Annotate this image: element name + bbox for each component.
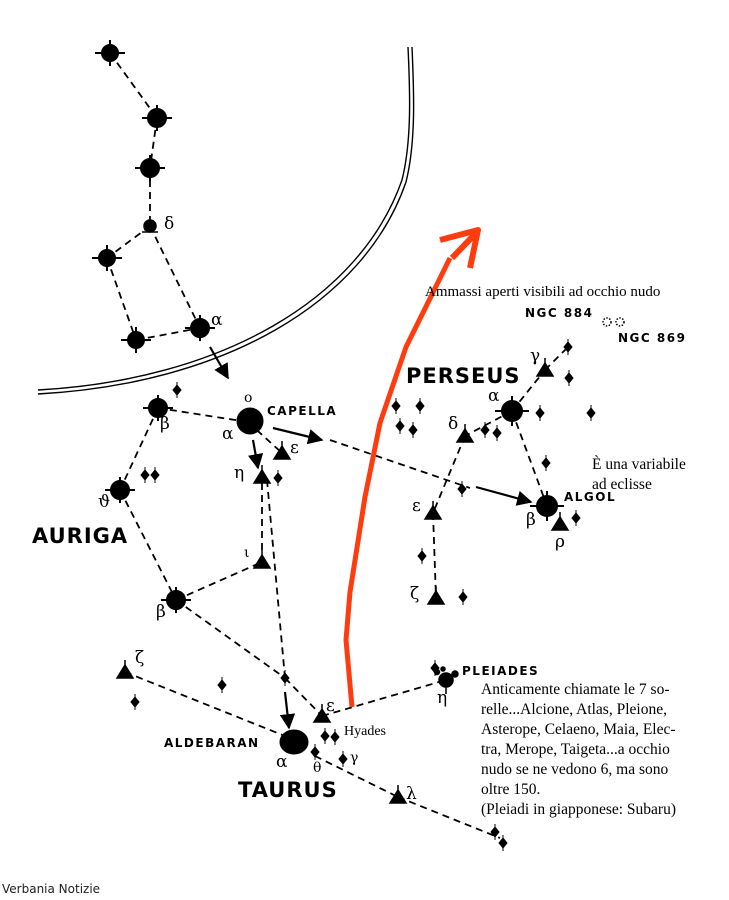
greek-label: γ	[530, 346, 541, 366]
star	[143, 395, 173, 421]
constellation-label-perseus: PERSEUS	[406, 364, 521, 388]
star	[252, 465, 272, 484]
annotation-open-clusters: Ammassi aperti visibili ad occhio nudo	[425, 284, 661, 300]
constellation-lines	[106, 52, 568, 839]
star	[135, 155, 165, 181]
greek-label: ε	[412, 496, 421, 516]
annotation-line: ad eclisse	[592, 476, 652, 493]
annotation-line: tra, Merope, Taigeta...a occhio	[481, 741, 670, 758]
greek-label: ι	[244, 545, 250, 561]
cluster-label-ngc869: NGC 869	[618, 331, 687, 345]
greek-label: η	[234, 463, 245, 483]
stars	[92, 40, 625, 851]
star	[423, 501, 443, 520]
annotation-line: Anticamente chiamate le 7 so-	[481, 681, 670, 698]
annotation-line: È una variabile	[592, 456, 686, 473]
greek-label: α	[488, 386, 500, 406]
star	[142, 219, 158, 233]
greek-label: γ	[350, 750, 359, 766]
greek-label: δ	[448, 414, 459, 434]
constellation-label-auriga: AURIGA	[32, 524, 129, 548]
star-label-aldebaran: ALDEBARAN	[164, 736, 260, 750]
greek-label: α	[276, 752, 288, 772]
greek-label: ϑ	[98, 492, 111, 512]
ngc-clusters	[602, 317, 625, 327]
star	[272, 441, 292, 460]
star-label-algol: ALGOL	[564, 490, 617, 504]
star	[95, 40, 125, 66]
footer-credit: Verbania Notizie	[2, 882, 101, 896]
star	[550, 512, 570, 531]
cluster-label-ngc884: NGC 884	[525, 306, 594, 320]
greek-label: ζ	[410, 584, 420, 604]
star	[426, 586, 446, 605]
annotation-line: (Pleiadi in giapponese: Subaru)	[481, 801, 676, 818]
greek-label: α	[222, 424, 234, 444]
greek-label: ζ	[135, 648, 145, 668]
star	[455, 424, 475, 443]
constellation-label-taurus: TAURUS	[238, 778, 338, 802]
faint-stars	[130, 339, 596, 851]
star	[115, 660, 135, 679]
greek-label: α	[211, 310, 223, 330]
annotation-line: oltre 150.	[481, 781, 541, 798]
star-label-pleiades: PLEIADES	[462, 664, 540, 678]
star	[92, 245, 122, 271]
aldebaran-star	[279, 729, 309, 755]
greek-label: η	[437, 688, 448, 708]
star	[252, 550, 272, 569]
red-pointer-arrow	[343, 227, 481, 708]
double-arc-boundary	[37, 46, 415, 395]
greek-label: ο	[244, 390, 253, 406]
cluster-label-hyades: Hyades	[344, 724, 386, 739]
greek-label: β	[156, 602, 166, 622]
star	[142, 105, 172, 131]
star	[185, 315, 215, 341]
annotation-pleiades: Anticamente chiamate le 7 so- relle...Al…	[481, 680, 676, 820]
star	[530, 491, 564, 521]
greek-label: β	[160, 414, 170, 434]
star	[312, 704, 332, 723]
greek-label: ε	[290, 438, 299, 458]
star	[495, 396, 529, 426]
greek-label: ε	[326, 696, 335, 716]
annotation-line: Asterope, Celaeno, Maia, Elec-	[481, 721, 676, 738]
annotation-algol-variable: È una variabile ad eclisse	[592, 455, 686, 495]
greek-label: δ	[164, 214, 175, 234]
star	[535, 358, 555, 377]
annotation-line: nudo se ne vedono 6, ma sono	[481, 761, 669, 778]
star	[105, 477, 135, 503]
star	[161, 587, 191, 613]
star-label-capella: CAPELLA	[267, 404, 338, 418]
capella-star	[236, 407, 264, 435]
greek-label: λ	[406, 784, 417, 804]
annotation-line: relle...Alcione, Atlas, Pleione,	[481, 701, 667, 718]
greek-label: θ	[313, 760, 322, 776]
greek-label: β	[526, 510, 536, 530]
star	[388, 785, 408, 804]
greek-label: ρ	[555, 532, 565, 552]
star	[121, 327, 151, 353]
pointer-arrows	[209, 346, 533, 730]
